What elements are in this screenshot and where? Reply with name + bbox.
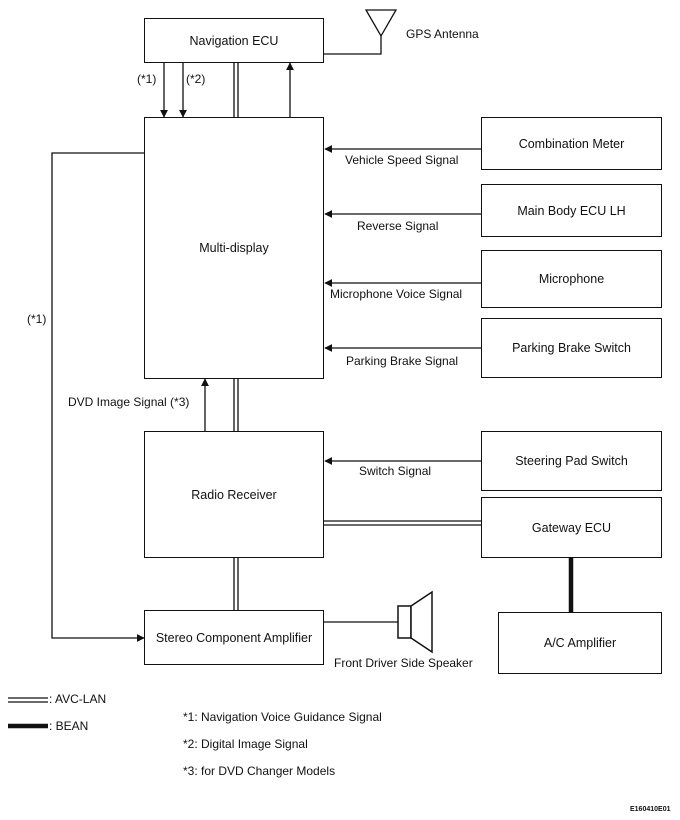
gateway-ecu-box: Gateway ECU (481, 497, 662, 558)
stereo-amplifier-box: Stereo Component Amplifier (144, 610, 324, 665)
microphone-label: Microphone (538, 272, 605, 286)
combination-meter-label: Combination Meter (518, 136, 625, 151)
gateway-ecu-label: Gateway ECU (531, 520, 612, 535)
stereo-amplifier-label: Stereo Component Amplifier (155, 630, 313, 645)
reverse-signal-label: Reverse Signal (357, 219, 439, 233)
radio-receiver-label: Radio Receiver (191, 487, 277, 502)
legend-bean-label: : BEAN (49, 719, 89, 733)
signal-star1-left-label: (*1) (27, 312, 47, 326)
footnote-2: *2: Digital Image Signal (183, 737, 308, 751)
footnote-1: *1: Navigation Voice Guidance Signal (183, 710, 382, 724)
arrow-star1-left (51, 152, 145, 642)
steering-pad-switch-box: Steering Pad Switch (481, 431, 662, 491)
front-speaker-label: Front Driver Side Speaker (334, 656, 473, 670)
avc-lan-nav-to-display (233, 62, 239, 118)
microphone-box: Microphone (481, 250, 662, 308)
dvd-image-signal-label: DVD Image Signal (*3) (68, 395, 190, 409)
parking-brake-switch-box: Parking Brake Switch (481, 318, 662, 378)
speaker-icon (397, 590, 433, 654)
steering-pad-switch-label: Steering Pad Switch (515, 454, 628, 468)
avc-lan-display-to-radio (233, 378, 239, 431)
ac-amplifier-box: A/C Amplifier (498, 612, 662, 674)
avc-lan-radio-to-amplifier (233, 557, 239, 610)
gps-antenna-label: GPS Antenna (406, 27, 479, 41)
footnote-3: *3: for DVD Changer Models (183, 764, 336, 778)
vehicle-speed-signal-label: Vehicle Speed Signal (345, 153, 459, 167)
switch-signal-label: Switch Signal (359, 464, 432, 478)
parking-brake-signal-label: Parking Brake Signal (346, 354, 459, 368)
radio-receiver-box: Radio Receiver (144, 431, 324, 558)
signal-star2-top-label: (*2) (186, 72, 206, 86)
multi-display-box: Multi-display (144, 117, 324, 379)
main-body-ecu-box: Main Body ECU LH (481, 184, 662, 237)
navigation-ecu-box: Navigation ECU (144, 18, 324, 63)
ac-amplifier-label: A/C Amplifier (543, 636, 617, 650)
avc-lan-radio-to-gateway (324, 520, 481, 526)
microphone-voice-signal-label: Microphone Voice Signal (330, 287, 463, 301)
legend-avc-lan-line (8, 697, 48, 703)
signal-star1-top-label: (*1) (137, 72, 157, 86)
navigation-ecu-label: Navigation ECU (189, 33, 279, 48)
figure-code: E160410E01 (630, 806, 671, 813)
main-body-ecu-label: Main Body ECU LH (517, 203, 626, 218)
parking-brake-switch-label: Parking Brake Switch (512, 341, 631, 355)
multi-display-label: Multi-display (199, 241, 269, 255)
legend-avc-lan-label: : AVC-LAN (49, 692, 107, 706)
combination-meter-box: Combination Meter (481, 117, 662, 170)
